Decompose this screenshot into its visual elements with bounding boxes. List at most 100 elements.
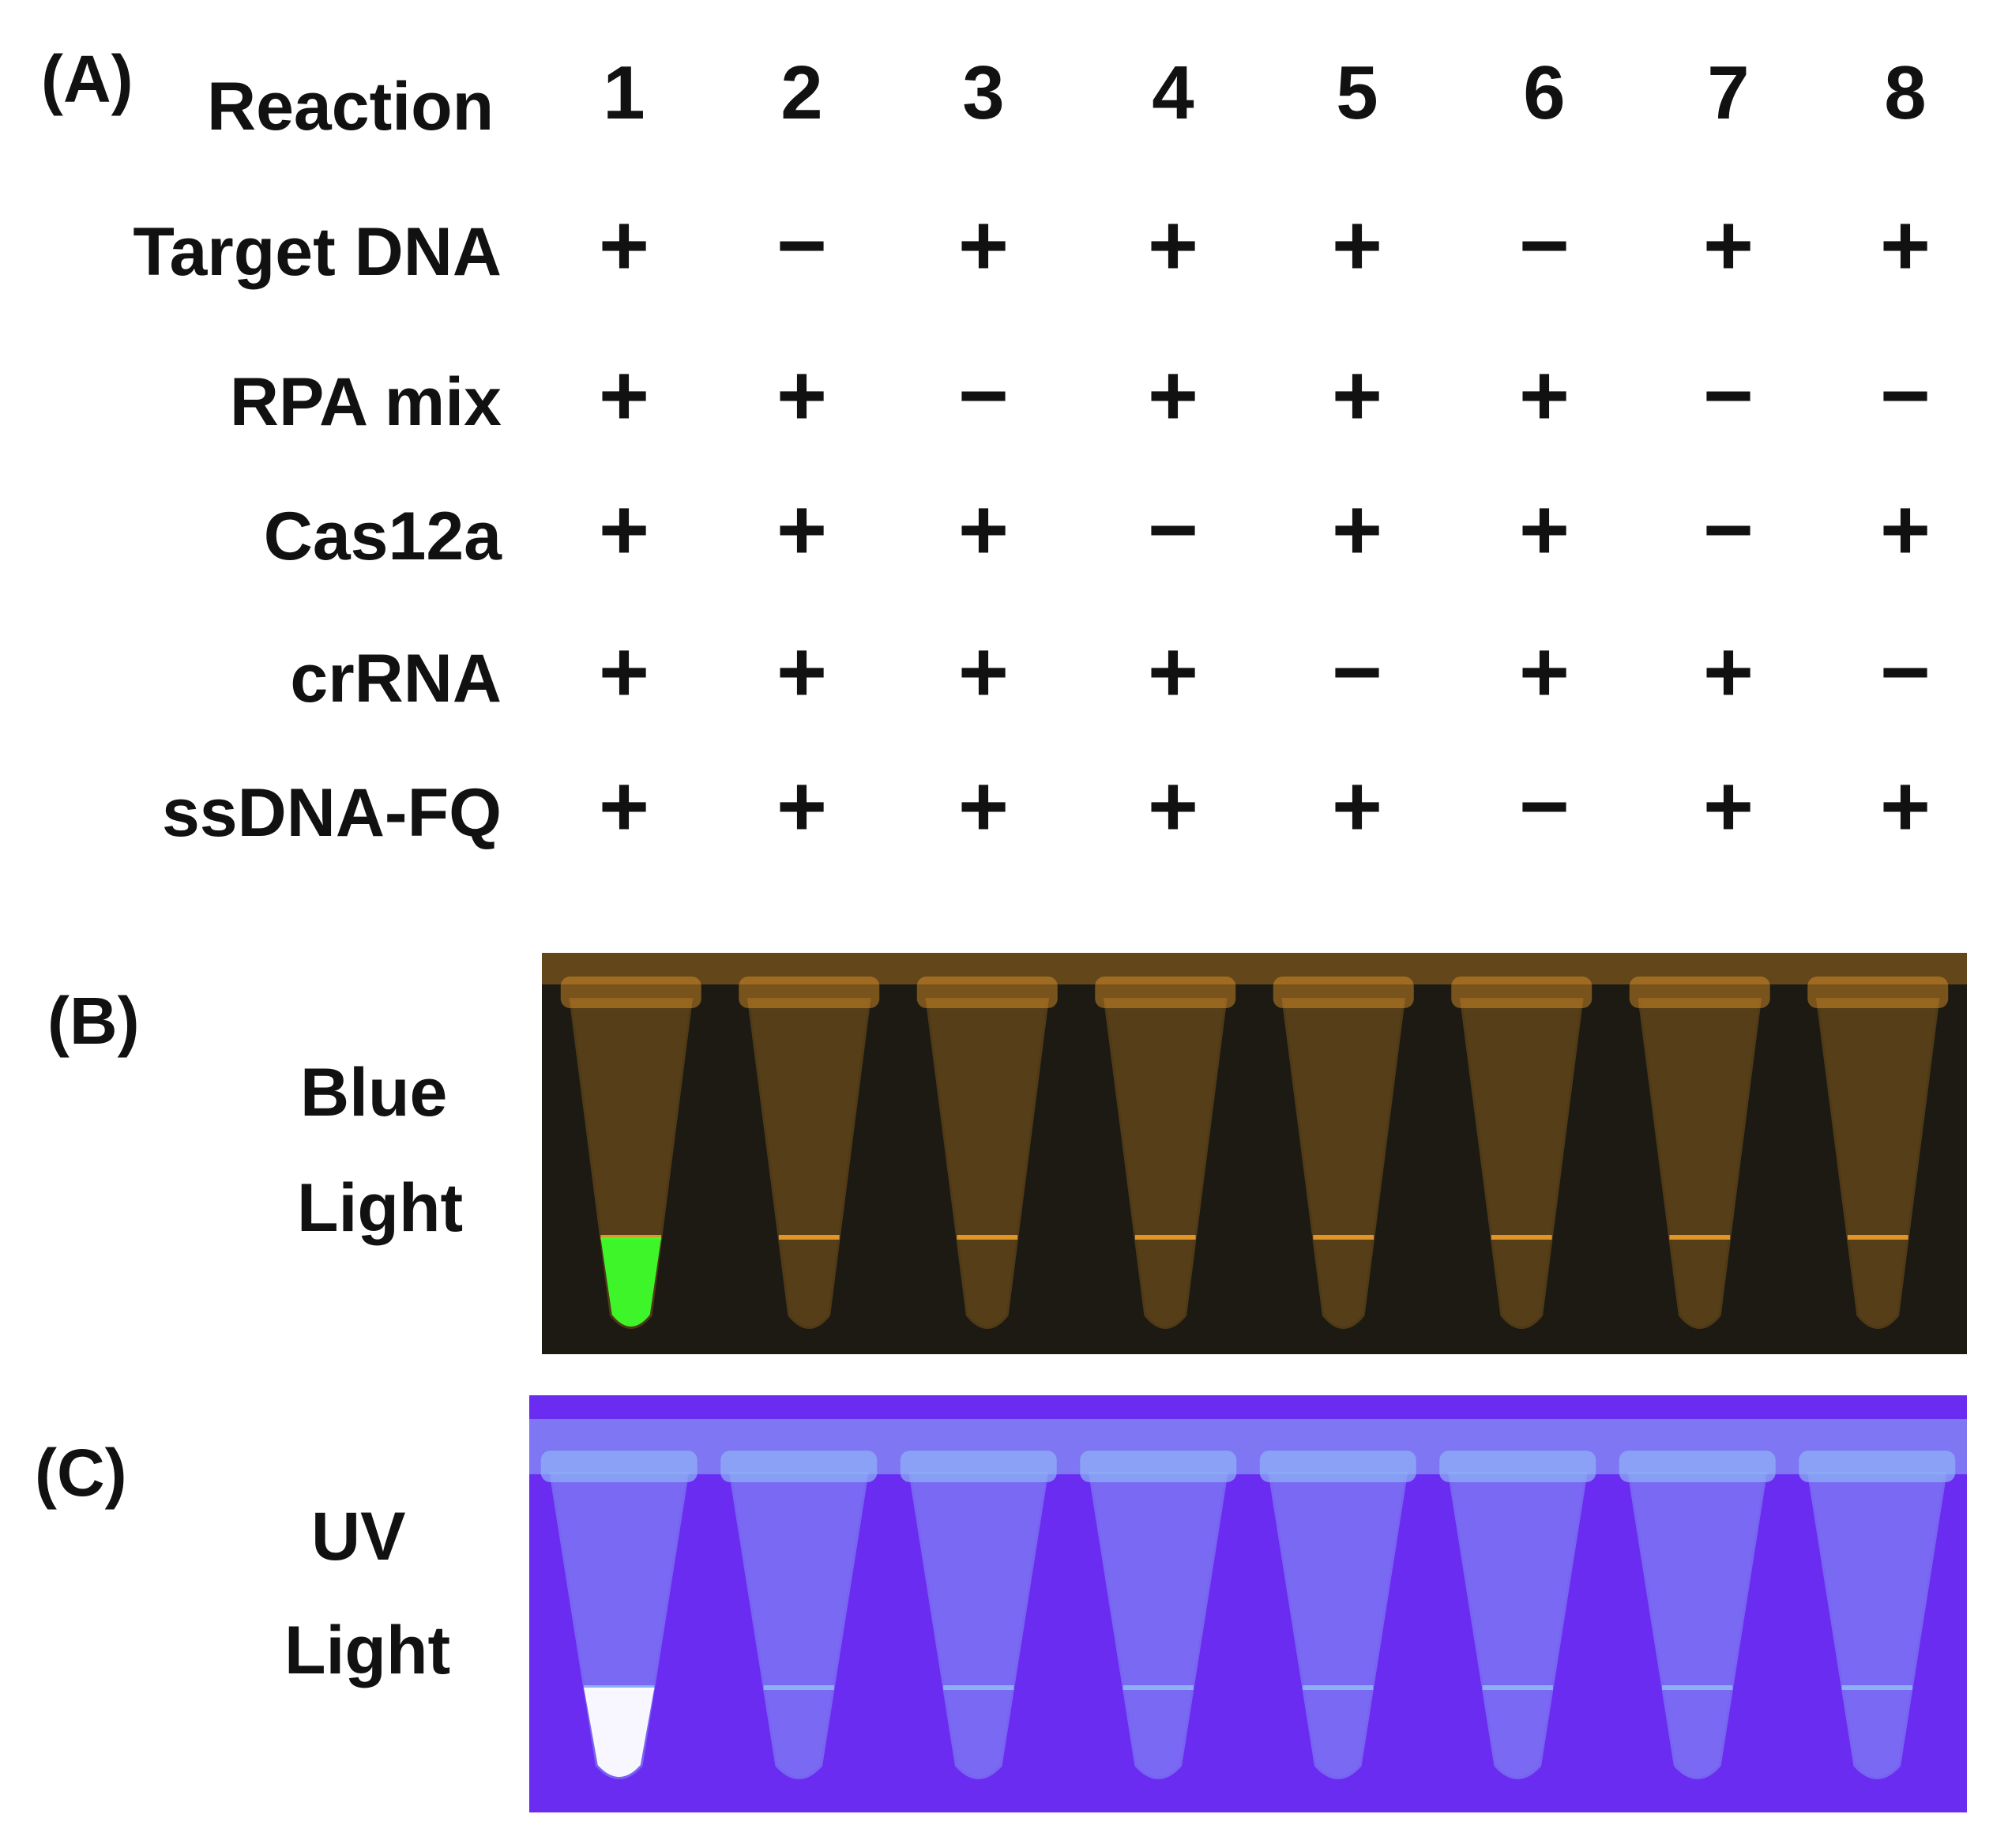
tube-1 <box>540 1451 698 1779</box>
tube-body <box>1268 1472 1408 1779</box>
uv-light-tube-photo <box>529 1395 1967 1812</box>
component-mark: + <box>1879 481 1931 578</box>
component-mark: + <box>1331 197 1383 294</box>
tube-cap <box>900 1451 1057 1482</box>
component-mark: + <box>1518 347 1570 444</box>
component-mark: + <box>957 623 1010 721</box>
tube-body <box>1281 998 1406 1329</box>
tube-5 <box>1259 1451 1416 1779</box>
tube-2 <box>739 977 880 1329</box>
tube-4 <box>1095 977 1236 1329</box>
component-mark: − <box>957 347 1010 444</box>
reaction-number-3: 3 <box>962 51 1005 135</box>
component-mark: + <box>598 197 650 294</box>
tube-3 <box>900 1451 1057 1779</box>
component-mark: + <box>1518 623 1570 721</box>
fluorescent-liquid <box>600 1237 662 1327</box>
component-mark: + <box>1147 758 1199 855</box>
component-mark: + <box>1331 481 1383 578</box>
reaction-number-1: 1 <box>603 51 645 135</box>
component-mark: + <box>1702 623 1754 721</box>
component-mark: + <box>1879 197 1931 294</box>
component-label: Target DNA <box>133 214 502 290</box>
tube-body <box>925 998 1050 1329</box>
component-label: Cas12a <box>263 499 502 574</box>
component-mark: − <box>1331 623 1383 721</box>
reaction-header-label: Reaction <box>207 69 494 145</box>
tube-cap <box>1619 1451 1776 1482</box>
reaction-number-4: 4 <box>1152 51 1194 135</box>
component-mark: + <box>1147 197 1199 294</box>
component-mark: + <box>776 623 828 721</box>
photo-b-label-line2: Light <box>297 1170 464 1246</box>
tube-body <box>1627 1472 1768 1779</box>
tube-cap <box>1807 977 1949 1008</box>
tube-cap <box>720 1451 878 1482</box>
component-mark: − <box>1518 197 1570 294</box>
tube-cap <box>1451 977 1593 1008</box>
component-mark: + <box>598 347 650 444</box>
tube-body <box>1638 998 1762 1329</box>
tube-cap <box>1439 1451 1596 1482</box>
tube-strip-rail <box>542 953 1967 984</box>
component-mark: + <box>1879 758 1931 855</box>
component-mark: − <box>1702 481 1754 578</box>
tube-body <box>908 1472 1049 1779</box>
component-label: ssDNA-FQ <box>161 775 502 851</box>
tube-3 <box>916 977 1058 1329</box>
component-mark: − <box>1147 481 1199 578</box>
tube-body <box>1815 998 1940 1329</box>
blue-light-tube-photo <box>542 953 1967 1354</box>
component-mark: − <box>1518 758 1570 855</box>
panel-label-b: (B) <box>47 984 140 1058</box>
component-mark: − <box>1879 347 1931 444</box>
reaction-number-7: 7 <box>1707 51 1750 135</box>
tube-body <box>1103 998 1228 1329</box>
tube-body <box>1459 998 1584 1329</box>
tube-5 <box>1273 977 1414 1329</box>
tube-body <box>728 1472 869 1779</box>
tube-cap <box>739 977 880 1008</box>
component-mark: + <box>1702 758 1754 855</box>
component-mark: + <box>598 623 650 721</box>
tube-cap <box>560 977 701 1008</box>
reaction-number-2: 2 <box>780 51 823 135</box>
tube-4 <box>1080 1451 1237 1779</box>
tube-cap <box>916 977 1058 1008</box>
tube-body <box>1807 1472 1947 1779</box>
reaction-number-8: 8 <box>1884 51 1927 135</box>
tube-2 <box>720 1451 878 1779</box>
component-mark: + <box>1331 758 1383 855</box>
panel-label-a: (A) <box>41 42 133 116</box>
component-mark: + <box>776 347 828 444</box>
photo-c-label-line1: UV <box>311 1499 406 1575</box>
tube-cap <box>1799 1451 1956 1482</box>
tube-6 <box>1451 977 1593 1329</box>
component-mark: + <box>1147 623 1199 721</box>
component-mark: + <box>1147 347 1199 444</box>
component-mark: + <box>1331 347 1383 444</box>
component-mark: + <box>1518 481 1570 578</box>
component-mark: + <box>598 481 650 578</box>
component-mark: + <box>957 197 1010 294</box>
tube-7 <box>1629 977 1770 1329</box>
component-mark: + <box>776 481 828 578</box>
fluorescent-liquid <box>584 1688 655 1777</box>
component-mark: − <box>1879 623 1931 721</box>
component-label: crRNA <box>290 641 502 717</box>
reaction-number-5: 5 <box>1336 51 1378 135</box>
tube-body <box>1447 1472 1588 1779</box>
component-label: RPA mix <box>229 364 502 440</box>
component-mark: + <box>957 758 1010 855</box>
tube-cap <box>1273 977 1414 1008</box>
reaction-number-6: 6 <box>1523 51 1566 135</box>
tube-6 <box>1439 1451 1596 1779</box>
tube-cap <box>1259 1451 1416 1482</box>
photo-b-label-line1: Blue <box>300 1055 448 1131</box>
component-mark: + <box>776 758 828 855</box>
component-mark: − <box>776 197 828 294</box>
photo-background <box>542 953 1967 1354</box>
component-mark: + <box>598 758 650 855</box>
tube-cap <box>540 1451 698 1482</box>
tube-8 <box>1807 977 1949 1329</box>
